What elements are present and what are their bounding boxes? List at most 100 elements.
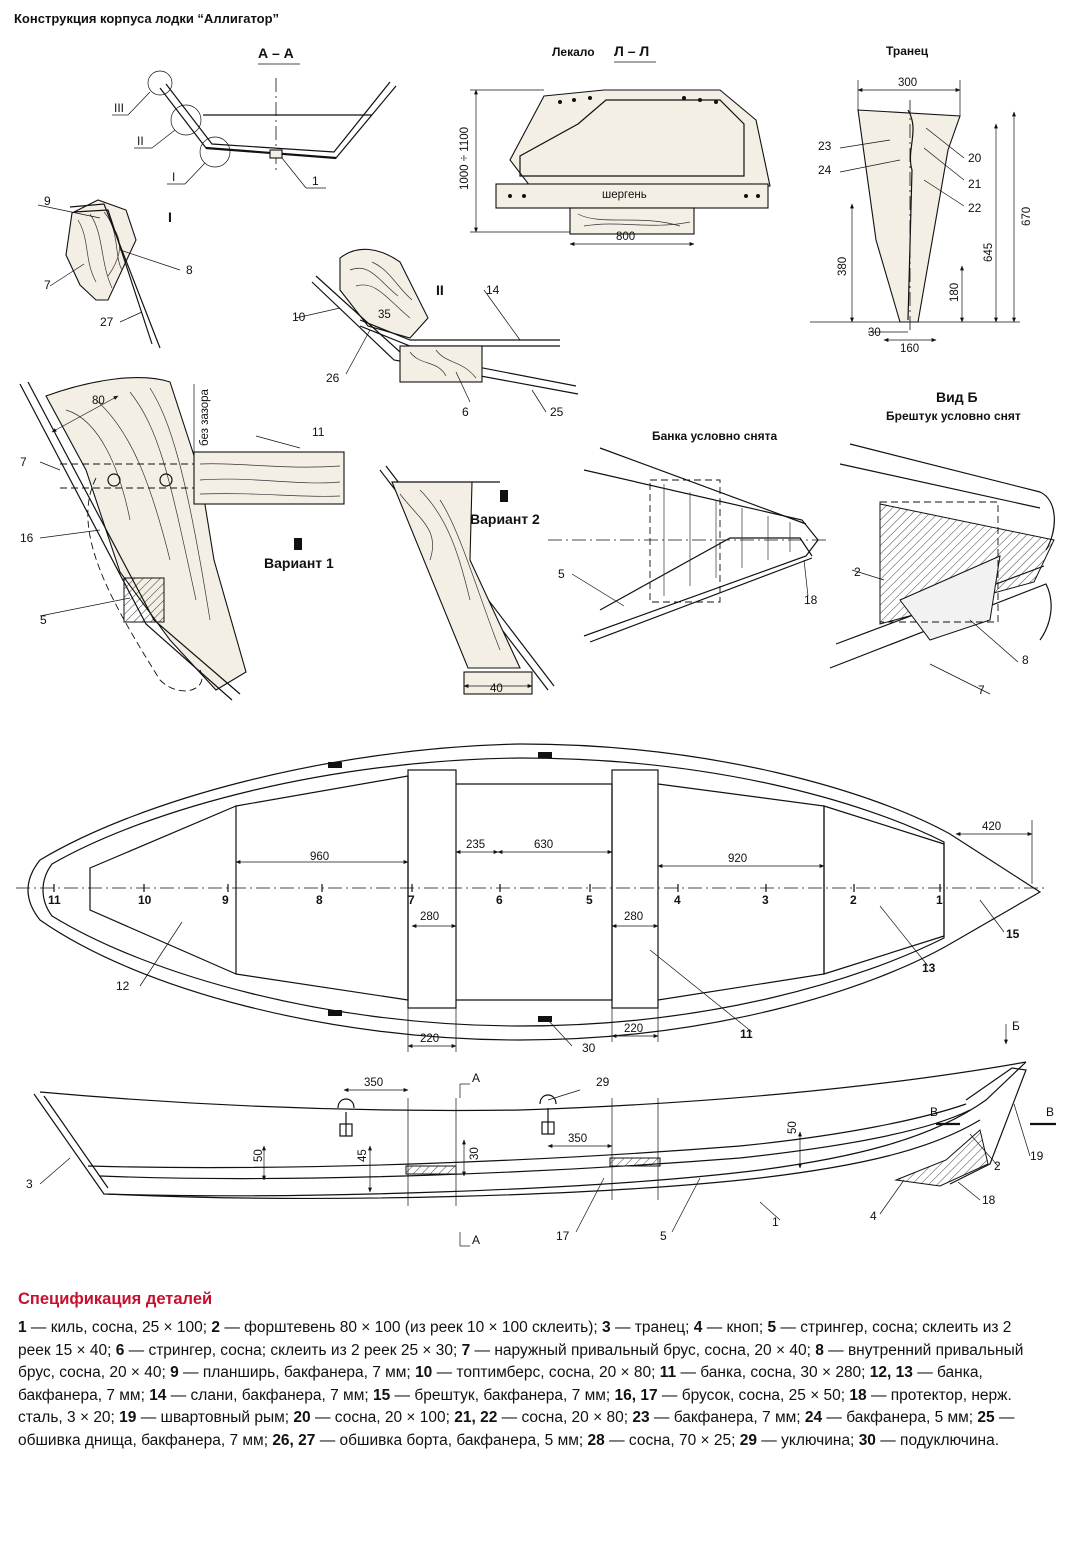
callout-11-variant1: 11 <box>312 425 325 439</box>
side-dim-50b: 50 <box>787 1121 799 1134</box>
spec-item: 12, 13 — банка, бакфанера, 7 мм; <box>18 1364 983 1404</box>
callout-5-variant1: 5 <box>40 613 47 627</box>
spec-item-number: 28 <box>587 1431 605 1449</box>
oarlock-icon <box>539 1094 557 1135</box>
transom-dim-645: 645 <box>983 243 995 262</box>
side-view-b-mark: Б <box>1012 1019 1020 1033</box>
spec-item: 6 — стрингер, сосна; склеить из 2 реек 2… <box>116 1342 462 1359</box>
spec-item-text: — наружный привальный брус, сосна, 20 × … <box>470 1341 816 1359</box>
spec-item: 23 — бакфанера, 7 мм; <box>632 1409 805 1426</box>
bank-removed-title: Банка условно снята <box>652 429 777 443</box>
spec-item-number: 15 <box>372 1386 391 1404</box>
station-11: 11 <box>48 893 61 907</box>
template-title-mark: Л – Л <box>614 43 649 59</box>
plan-dim-235: 235 <box>466 839 485 851</box>
spec-item-number: 23 <box>632 1409 650 1427</box>
detail-ii-mark: II <box>436 282 444 298</box>
plan-dim-280b: 280 <box>624 911 643 923</box>
spec-item: 25 — обшивка днища, бакфанера, 7 мм; <box>18 1409 1014 1449</box>
spec-item-text: — брусок, сосна, 25 × 50; <box>657 1386 850 1404</box>
spec-item-number: 26, 27 <box>272 1431 316 1449</box>
spec-item-number: 29 <box>739 1431 757 1449</box>
spec-item: 7 — наружный привальный брус, сосна, 20 … <box>462 1342 816 1359</box>
variant-2-label: Вариант 2 <box>470 511 540 527</box>
detail-ii-view: II 10 14 26 6 25 35 <box>292 248 579 419</box>
callout-20: 20 <box>968 151 982 165</box>
transom-dim-380: 380 <box>837 257 849 276</box>
spec-item-text: — кноп; <box>702 1319 768 1336</box>
view-b: Вид Б Брештук условно снят 2 8 7 <box>829 389 1055 697</box>
spec-item-number: 16, 17 <box>614 1386 658 1404</box>
callout-15: 15 <box>1006 927 1020 941</box>
side-dim-30: 30 <box>469 1147 481 1160</box>
spec-item-text: — бакфанера, 7 мм; <box>649 1409 805 1427</box>
spec-item: 2 — форштевень 80 × 100 (из реек 10 × 10… <box>211 1319 602 1336</box>
detail-i-mark: I <box>168 209 172 225</box>
variant-1-label: Вариант 1 <box>264 555 334 571</box>
callout-2-view-b: 2 <box>854 565 861 579</box>
spec-item-number: 10 <box>415 1364 433 1382</box>
callout-iii: III <box>114 101 124 115</box>
callout-27: 27 <box>100 315 114 329</box>
spec-item: 19 — швартовный рым; <box>119 1409 293 1426</box>
callout-19: 19 <box>1030 1149 1044 1163</box>
plan-dim-220b: 220 <box>624 1023 643 1035</box>
spec-item-text: — бакфанера, 5 мм; <box>822 1409 978 1427</box>
callout-2-side: 2 <box>994 1159 1001 1173</box>
spec-item-text: — стрингер, сосна; склеить из 2 реек 15 … <box>18 1319 1012 1359</box>
callout-18-side: 18 <box>982 1193 996 1207</box>
spec-item: 24 — бакфанера, 5 мм; <box>805 1409 978 1426</box>
view-b-title: Вид Б <box>936 389 978 405</box>
spec-item-number: 30 <box>858 1431 876 1449</box>
gap-note: без зазора <box>199 388 211 446</box>
spec-item-number: 19 <box>119 1409 137 1427</box>
plan-dim-220a: 220 <box>420 1033 439 1045</box>
spec-item: 3 — транец; <box>602 1319 694 1336</box>
specification-title: Спецификация деталей <box>18 1290 213 1308</box>
callout-11: 11 <box>740 1027 753 1041</box>
spec-item-text: — банка, сосна, 30 × 280; <box>676 1364 870 1382</box>
plan-view: 11 10 9 8 7 6 5 4 3 2 1 420 960 235 630 … <box>16 743 1048 1055</box>
spec-item-text: — подуключина. <box>875 1431 1000 1449</box>
station-6: 6 <box>496 893 503 907</box>
side-section-a-top: А <box>472 1071 480 1085</box>
spec-item-number: 7 <box>461 1341 471 1359</box>
spec-item: 5 — стрингер, сосна; склеить из 2 реек 1… <box>18 1319 1011 1359</box>
callout-ii: II <box>137 134 144 148</box>
section-a-a-title: А – А <box>258 45 294 61</box>
spec-item: 16, 17 — брусок, сосна, 25 × 50; <box>615 1387 850 1404</box>
spec-item: 18 — протектор, нерж. сталь, 3 × 20; <box>18 1387 1012 1427</box>
spec-item-text: — обшивка днища, бакфанера, 7 мм; <box>18 1409 1015 1449</box>
side-dim-350a: 350 <box>364 1077 383 1089</box>
spec-item: 1 — киль, сосна, 25 × 100; <box>18 1319 211 1336</box>
spec-item: 28 — сосна, 70 × 25; <box>588 1432 740 1449</box>
transom-dim-180: 180 <box>949 283 961 302</box>
spec-item: 10 — топтимберс, сосна, 20 × 80; <box>415 1364 660 1381</box>
dim-40: 40 <box>490 683 503 695</box>
specification-section: Спецификация деталей 1 — киль, сосна, 25… <box>18 1290 1048 1453</box>
callout-17: 17 <box>556 1229 570 1243</box>
template-view: Лекало Л – Л 1000 ÷ 1100 шергень 800 <box>459 43 771 246</box>
side-dim-45: 45 <box>357 1149 369 1162</box>
callout-25: 25 <box>550 405 564 419</box>
spec-item: 8 — внутренний привальный брус, сосна, 2… <box>18 1342 1023 1382</box>
spec-item: 11 — банка, сосна, 30 × 280; <box>660 1364 870 1381</box>
drawing-title: Конструкция корпуса лодки “Аллигатор” <box>14 11 279 26</box>
spec-item-text: — сосна, 20 × 80; <box>497 1409 633 1427</box>
spec-item-number: 2 <box>211 1319 221 1336</box>
station-2: 2 <box>850 893 857 907</box>
spec-item: 14 — слани, бакфанера, 7 мм; <box>149 1387 373 1404</box>
plan-dim-960: 960 <box>310 851 329 863</box>
callout-9: 9 <box>44 194 51 208</box>
spec-item-number: 18 <box>849 1386 867 1404</box>
transom-dim-160: 160 <box>900 343 919 355</box>
construction-drawing: Конструкция корпуса лодки “Аллигатор” А … <box>14 11 1056 1247</box>
variant-2-view: Вариант 2 40 <box>379 465 555 695</box>
callout-5-side: 5 <box>660 1229 667 1243</box>
plan-dim-280a: 280 <box>420 911 439 923</box>
callout-7-detail-i: 7 <box>44 278 51 292</box>
plan-stations: 11 10 9 8 7 6 5 4 3 2 1 <box>48 884 943 907</box>
spec-item-text: — планширь, бакфанера, 7 мм; <box>178 1364 416 1382</box>
detail-i-view: I 9 7 8 27 <box>37 194 193 349</box>
spec-item-number: 25 <box>977 1409 995 1427</box>
